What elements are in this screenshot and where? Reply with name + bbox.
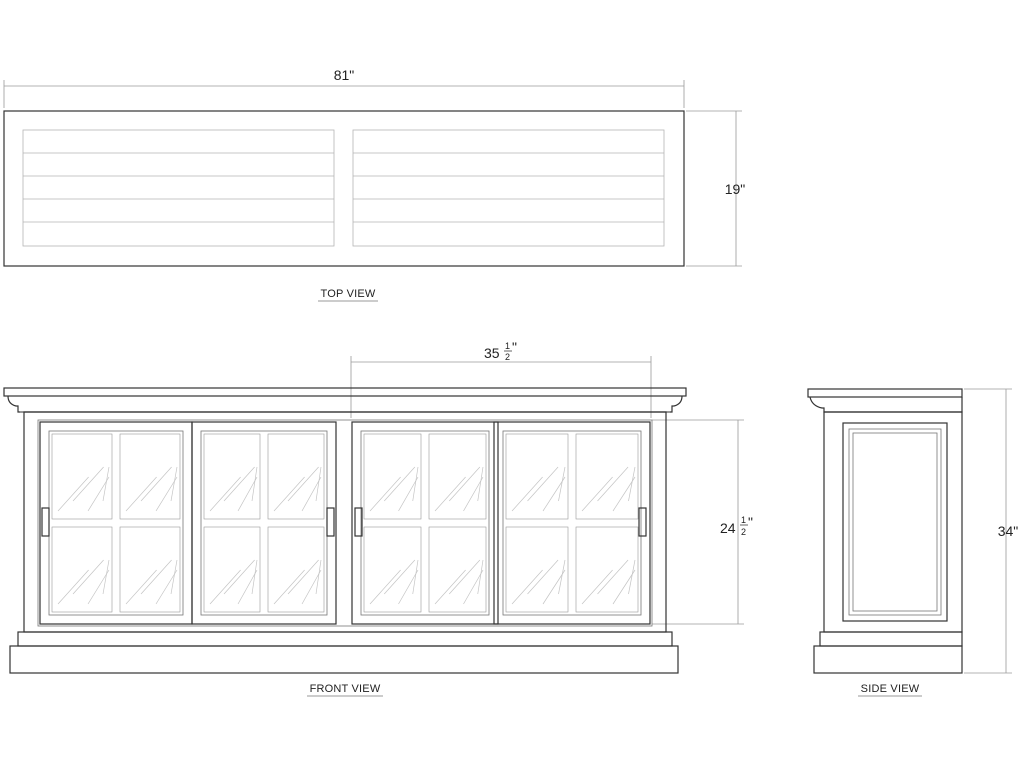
side-view-label: SIDE VIEW <box>861 683 920 695</box>
glass-pane <box>51 433 113 520</box>
door-handle-right-center <box>354 507 363 537</box>
top-surface-outline <box>3 110 685 267</box>
door-leaf-3 <box>351 421 499 625</box>
width-dimension-line <box>3 80 685 108</box>
door-leaf-1 <box>39 421 193 625</box>
glass-pane <box>505 526 569 613</box>
front-sliding-doors <box>39 421 651 625</box>
side-raised-panel <box>842 422 948 622</box>
door-handle-right-outer <box>638 507 647 537</box>
glass-pane <box>363 526 422 613</box>
front-base-plinth <box>9 631 679 674</box>
glass-pane <box>428 433 487 520</box>
svg-text:1: 1 <box>741 515 746 525</box>
front-door-opening <box>37 419 653 627</box>
door-width-dimension-label: 35 1 2 " <box>484 339 517 362</box>
glass-pane <box>119 526 181 613</box>
side-crown-molding <box>807 388 963 413</box>
height-dimension-label: 34" <box>998 523 1019 539</box>
svg-text:35: 35 <box>484 345 500 361</box>
glass-pane <box>575 433 639 520</box>
door-height-dimension-line <box>652 419 744 625</box>
glass-pane <box>505 433 569 520</box>
depth-dimension-label: 19" <box>725 181 746 197</box>
glass-pane <box>203 526 261 613</box>
side-base-plinth <box>813 631 963 674</box>
width-dimension-label: 81" <box>334 67 355 83</box>
door-width-dimension-line <box>350 356 652 418</box>
glass-pane <box>203 433 261 520</box>
front-view-label: FRONT VIEW <box>310 683 381 695</box>
svg-text:1: 1 <box>505 341 510 351</box>
glass-pane <box>428 526 487 613</box>
svg-text:24: 24 <box>720 520 736 536</box>
glass-pane <box>267 433 325 520</box>
top-panel-left <box>22 129 335 247</box>
glass-pane <box>267 526 325 613</box>
svg-text:2: 2 <box>505 352 510 362</box>
glass-pane <box>51 526 113 613</box>
glass-pane <box>363 433 422 520</box>
height-dimension-line <box>964 388 1012 674</box>
svg-text:": " <box>512 339 517 355</box>
depth-dimension-line <box>686 110 742 267</box>
top-view: 81" 19" TOP VIEW <box>3 67 746 302</box>
door-handle-left-outer <box>41 507 50 537</box>
door-leaf-2 <box>191 421 337 625</box>
side-view: 34" SIDE VIEW <box>807 388 1019 697</box>
top-view-label: TOP VIEW <box>321 288 376 300</box>
glass-pane <box>575 526 639 613</box>
front-crown-molding <box>3 387 687 413</box>
svg-text:2: 2 <box>741 527 746 537</box>
door-handle-left-center <box>326 507 335 537</box>
door-leaf-4 <box>493 421 651 625</box>
front-carcass <box>23 411 667 633</box>
glass-pane <box>119 433 181 520</box>
door-height-dimension-label: 24 1 2 " <box>720 514 753 537</box>
front-view: 35 1 2 " 24 1 2 " <box>3 339 753 697</box>
svg-text:": " <box>748 514 753 530</box>
top-panel-right <box>352 129 665 247</box>
